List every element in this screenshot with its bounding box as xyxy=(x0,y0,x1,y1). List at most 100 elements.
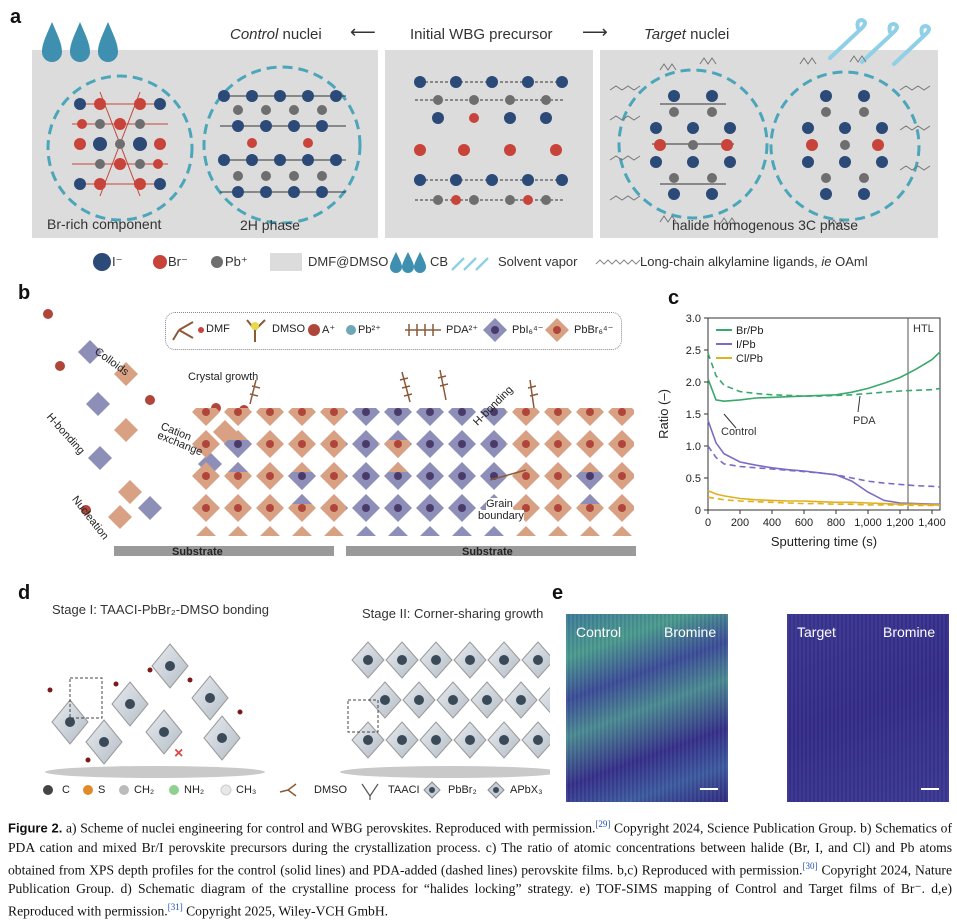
target-scale-bar xyxy=(921,788,939,790)
pb-center xyxy=(431,735,441,745)
legend-c: C xyxy=(62,784,70,796)
panel-d-drawing: × xyxy=(45,641,550,778)
panel-a-target-title: Target nuclei xyxy=(644,26,729,43)
annot-control: Control xyxy=(721,426,756,438)
legend-apbx3: APbX₃ xyxy=(510,784,543,796)
annot-htl: HTL xyxy=(913,323,934,335)
y-tick-label: 2.0 xyxy=(686,377,701,389)
legend-ch2: CH₂ xyxy=(134,784,155,796)
caption-ref2[interactable]: [30] xyxy=(802,860,818,871)
target-map-title: Target xyxy=(797,624,836,640)
caption-part1: a) Scheme of nuclei engineering for cont… xyxy=(62,820,596,836)
annot-crystal-growth: Crystal growth xyxy=(188,371,259,383)
ligand-prefix: Long-chain alkylamine ligands, xyxy=(640,254,822,269)
caption-part3: Copyright 2024, Nature Publication Group… xyxy=(8,862,952,919)
control-map-element: Bromine xyxy=(664,624,717,640)
caption-figure-label: Figure 2. xyxy=(8,820,63,836)
panel-d-legend-icons xyxy=(43,781,505,800)
legend-label: I/Pb xyxy=(736,339,756,351)
legend-label: Br/Pb xyxy=(736,325,764,337)
legend-pda: PDA²⁺ xyxy=(446,324,479,336)
legend-taaci: TAACI xyxy=(388,784,420,796)
legend-nh2: NH₂ xyxy=(184,784,205,796)
y-tick-label: 3.0 xyxy=(686,313,701,325)
3c-lattice-2 xyxy=(802,90,888,200)
legend-cb: CB xyxy=(430,254,449,269)
target-suffix: nuclei xyxy=(685,26,730,43)
legend-iodide: I⁻ xyxy=(112,254,123,269)
legend-label: Cl/Pb xyxy=(736,353,763,365)
svg-text:×: × xyxy=(174,745,183,762)
pb-center xyxy=(363,735,373,745)
pb-center xyxy=(499,655,509,665)
y-tick-label: 2.5 xyxy=(686,345,701,357)
caption-ref1[interactable]: [29] xyxy=(595,819,611,829)
pb-center xyxy=(363,655,373,665)
legend-dmso: DMSO xyxy=(272,323,305,335)
pb-center xyxy=(533,735,543,745)
legend-dmf: DMF xyxy=(206,323,230,335)
legend-bromide: Br⁻ xyxy=(168,254,188,269)
alkylamine-ligands xyxy=(609,55,931,227)
figure-caption: Figure 2. a) Scheme of nuclei engineerin… xyxy=(8,815,952,921)
legend-ch3: CH₃ xyxy=(236,784,257,796)
series-line-cl-pb xyxy=(707,490,940,506)
pb-center xyxy=(465,655,475,665)
y-tick-label: 1.0 xyxy=(686,441,701,453)
panel-e-label: e xyxy=(552,582,564,604)
x-tick-label: 200 xyxy=(731,517,749,529)
target-map-element: Bromine xyxy=(883,624,936,640)
apbx3-octahedron xyxy=(538,686,550,714)
legend-lead: Pb⁺ xyxy=(225,254,248,269)
3c-lattice-1 xyxy=(650,90,736,200)
pb-center xyxy=(533,655,543,665)
nuclei-circles xyxy=(46,65,921,225)
panel-a-control-title: Control nuclei xyxy=(230,26,322,43)
series-line-cl-pb-pda- xyxy=(707,496,940,507)
x-tick-label: 800 xyxy=(827,517,845,529)
y-tick-label: 0.5 xyxy=(686,473,701,485)
caption-ref3[interactable]: [31] xyxy=(167,902,183,913)
2h-phase-lattice xyxy=(218,90,346,198)
panel-b-legend-icons xyxy=(172,318,569,342)
target-bromine-map: Target Bromine xyxy=(787,614,949,802)
x-tick-label: 1,200 xyxy=(886,517,914,529)
legend-ligand: Long-chain alkylamine ligands, ie OAml xyxy=(640,254,868,269)
x-tick-label: 1,000 xyxy=(854,517,882,529)
legend-pbbr6: PbBr₆⁴⁻ xyxy=(574,324,614,336)
target-word: Target xyxy=(644,26,686,43)
pb-center xyxy=(448,695,458,705)
x-axis-label: Sputtering time (s) xyxy=(771,534,877,549)
control-suffix: nuclei xyxy=(278,26,322,43)
panel-b-drawing xyxy=(43,309,636,556)
pda-pointer xyxy=(857,395,861,413)
series-line-br-pb-pda- xyxy=(707,352,941,397)
pb-center xyxy=(414,695,424,705)
arrow-right: ⟶ xyxy=(582,22,608,42)
pb-center xyxy=(482,695,492,705)
legend-s: S xyxy=(98,784,106,796)
stage2-substrate xyxy=(340,766,550,778)
pb-center xyxy=(397,735,407,745)
annot-grain-1: Grain xyxy=(486,498,513,510)
label-br-rich: Br-rich component xyxy=(47,216,162,232)
ligand-ie: ie xyxy=(821,254,832,269)
y-tick-label: 1.5 xyxy=(686,409,701,421)
control-scale-bar xyxy=(700,788,718,790)
panel-a-center-title: Initial WBG precursor xyxy=(410,26,553,43)
br-rich-lattice xyxy=(72,91,168,197)
series-line-i-pb-pda- xyxy=(707,445,941,488)
legend-solvent-vapor: Solvent vapor xyxy=(498,254,578,269)
x-tick-label: 1,400 xyxy=(918,517,946,529)
legend-pb: Pb²⁺ xyxy=(358,324,381,336)
y-tick-label: 0 xyxy=(695,505,701,517)
pb-center xyxy=(397,655,407,665)
label-3c-phase: halide homogenous 3C phase xyxy=(672,217,859,233)
stage1-substrate xyxy=(45,766,265,778)
solvent-vapor-icon xyxy=(828,17,931,66)
legend-pbbr2: PbBr₂ xyxy=(448,784,477,796)
control-map-title: Control xyxy=(576,624,622,640)
panel-b-legend-box xyxy=(165,312,622,350)
caption-part2: Copyright 2024, Science Publication Grou… xyxy=(8,820,952,878)
arrow-left: ⟵ xyxy=(350,22,376,42)
